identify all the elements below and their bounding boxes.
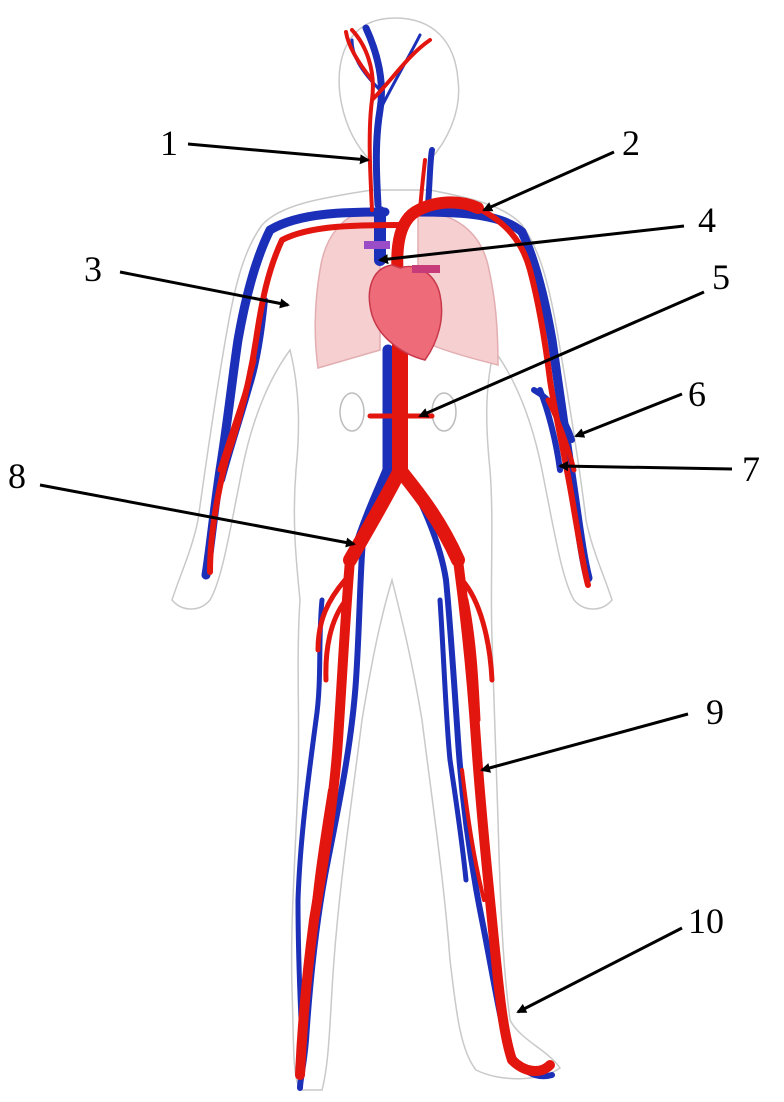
pulmonary-vessel-right — [412, 265, 440, 273]
label-2: 2 — [622, 123, 640, 163]
label-3: 3 — [84, 249, 102, 289]
label-7: 7 — [742, 449, 760, 489]
veins — [206, 28, 588, 1088]
head-outline — [339, 18, 459, 190]
pulmonary-vessel-left — [364, 241, 390, 249]
body-silhouette — [172, 18, 612, 1090]
label-4: 4 — [698, 200, 716, 240]
arrow-1 — [188, 144, 368, 160]
left-kidney — [432, 393, 456, 431]
label-9: 9 — [706, 692, 724, 732]
right-kidney — [340, 393, 364, 431]
left-jugular-vein — [428, 150, 432, 205]
label-8: 8 — [8, 456, 26, 496]
left-iliac-artery — [400, 470, 458, 560]
label-1: 1 — [160, 123, 178, 163]
arrow-9 — [482, 714, 688, 770]
arteries — [210, 30, 588, 1075]
arrow-2 — [484, 152, 614, 210]
arrow-8 — [40, 485, 354, 544]
label-10: 10 — [688, 901, 724, 941]
right-iliac-artery — [350, 470, 400, 560]
arrow-7 — [560, 466, 732, 469]
label-5: 5 — [712, 257, 730, 297]
carotid-artery — [346, 30, 430, 210]
label-6: 6 — [688, 374, 706, 414]
arrow-6 — [576, 394, 682, 436]
arrow-10 — [518, 928, 682, 1012]
